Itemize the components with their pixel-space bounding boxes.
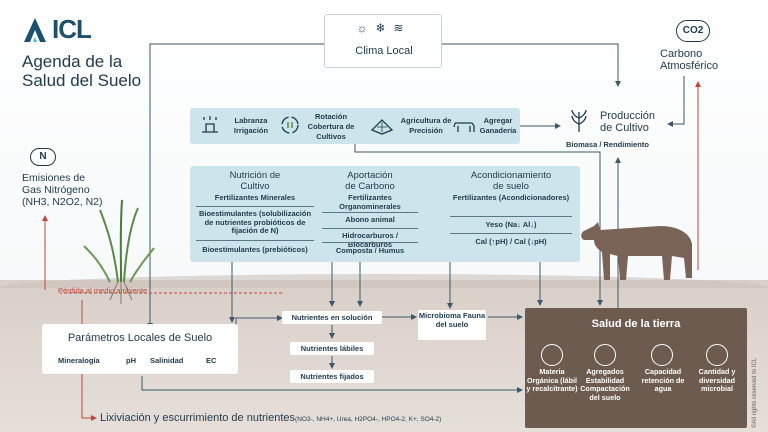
page-title: Agenda de la Salud del Suelo xyxy=(22,52,142,90)
acondicionamiento-item-2: Cal (↑pH) / Cal (↓pH) xyxy=(475,237,547,246)
acondicionamiento-title: Acondicionamiento de suelo xyxy=(450,170,572,192)
acondicionamiento-title-line2: de suelo xyxy=(493,181,529,192)
organic-matter-icon xyxy=(541,344,563,366)
sun-icon: ☼ xyxy=(356,21,376,35)
practica-label-0: Labranza Irrigación xyxy=(233,116,269,135)
carbono-aport-item-2: Hidrocarburos / Biocarburos xyxy=(342,231,398,249)
nitrogen-cloud-icon: N xyxy=(30,148,56,166)
brand-name: ICL xyxy=(52,14,92,44)
carbono-label: Carbono Atmosférico xyxy=(660,48,719,72)
salud-item-3: Cantidad y diversidad microbial xyxy=(698,367,736,393)
perdida-label: Pérdida al medio ambiente xyxy=(58,286,148,295)
divider xyxy=(196,206,314,207)
precision-icon xyxy=(370,114,394,136)
salud-item-2: Capacidad retención de agua xyxy=(641,367,685,393)
clima-local-box: ☼❄≋ Clima Local xyxy=(324,14,442,68)
divider xyxy=(322,212,418,213)
microbe-icon xyxy=(706,344,728,366)
emisiones-formula: (NH3, N2O2, N2) xyxy=(22,196,103,208)
plant-illustration xyxy=(83,199,155,304)
waves-icon: ≋ xyxy=(393,21,412,35)
livestock-icon xyxy=(452,114,478,136)
carbono-aport-title: Aportación de Carbono xyxy=(322,170,418,192)
produccion-sub: Biomasa / Rendimiento xyxy=(566,140,649,149)
nutricion-title-line2: Cultivo xyxy=(240,181,270,192)
emisiones-line1: Emisiones de xyxy=(22,172,86,184)
salud-box: Salud de la tierra xyxy=(525,308,747,428)
divider xyxy=(450,216,572,217)
divider xyxy=(322,242,418,243)
microbioma-box: Microbioma Fauna del suelo xyxy=(418,310,486,340)
practica-label-1: Rotación Cobertura de Cultivos xyxy=(307,112,355,141)
horizon xyxy=(0,274,768,288)
produccion-label: Producción de Cultivo xyxy=(600,110,680,134)
clima-label: Clima Local xyxy=(355,45,413,57)
acondicionamiento-item-0: Fertilizantes (Acondicionadores) xyxy=(452,193,570,202)
divider xyxy=(322,228,418,229)
nutrientes-labiles: Nutrientes lábiles xyxy=(290,342,374,355)
snowflake-icon: ❄ xyxy=(375,21,394,35)
produccion-line1: Producción xyxy=(600,110,656,122)
lixiviacion-label: Lixiviación y escurrimiento de nutriente… xyxy=(100,412,441,424)
parametro-item-2: Salinidad xyxy=(150,356,184,365)
crop-icon xyxy=(566,106,592,134)
co2-cloud-icon: CO2 xyxy=(676,20,710,42)
salud-item-0: Materia Orgánica (lábil y recalcitrante) xyxy=(526,367,578,393)
icl-logo: ICL xyxy=(22,14,92,45)
nutricion-item-2: Bioestimulantes (prebióticos) xyxy=(202,245,308,254)
nutricion-item-1: Bioestimulantes (solubilización de nutri… xyxy=(198,209,312,235)
salud-title: Salud de la tierra xyxy=(591,318,681,330)
weather-icons: ☼❄≋ xyxy=(325,21,443,35)
practica-label-3: Agregar Ganadería xyxy=(479,116,517,135)
produccion-line2: de Cultivo xyxy=(600,122,649,134)
salud-item-1: Agregados Estabilidad Compactación del s… xyxy=(580,367,630,402)
divider xyxy=(196,240,314,241)
emisiones-label: Emisiones de Gas Nitrógeno (NH3, N2O2, N… xyxy=(22,172,122,208)
practica-label-2: Agricultura de Precisión xyxy=(400,116,452,135)
parametros-box: Parámetros Locales de Suelo Mineralogía … xyxy=(42,324,238,374)
divider xyxy=(450,233,572,234)
copyright: ©All rights reserved to ICL xyxy=(752,357,758,428)
parametro-item-1: pH xyxy=(126,356,136,365)
aggregates-icon xyxy=(594,344,616,366)
rotation-icon xyxy=(278,114,302,136)
carbono-aport-item-0: Fertilizantes Organominerales xyxy=(339,193,401,211)
carbono-aport-item-3: Composta / Humus xyxy=(335,246,405,255)
inputs-box xyxy=(190,166,580,262)
carbono-aport-title-line2: de Carbono xyxy=(345,181,395,192)
nutricion-title: Nutrición de Cultivo xyxy=(196,170,314,192)
practicas-box xyxy=(190,108,520,144)
nutricion-title-line1: Nutrición de xyxy=(229,170,281,181)
lixiviacion-main: Lixiviación y escurrimiento de nutriente… xyxy=(100,412,296,424)
acondicionamiento-item-1: Yeso (Na↓ Al↓) xyxy=(485,220,537,229)
lixiviacion-detail: (NO3-, NH4+, Urea, H2PO4-, HPO4-2, K+, S… xyxy=(295,416,442,423)
emisiones-line2: Gas Nitrógeno xyxy=(22,184,90,196)
icl-logo-icon xyxy=(24,17,46,42)
parametro-item-3: EC xyxy=(206,356,217,365)
water-drop-icon xyxy=(651,344,673,366)
cow-silhouette xyxy=(581,222,692,280)
carbono-aport-item-1: Abono animal xyxy=(345,215,395,224)
irrigation-icon xyxy=(198,114,222,136)
carbono-aport-title-line1: Aportación xyxy=(347,170,393,181)
nutricion-item-0: Fertilizantes Minerales xyxy=(214,193,296,202)
nutrientes-solucion: Nutrientes en solución xyxy=(282,311,382,324)
nutrientes-fijados: Nutrientes fijados xyxy=(290,370,374,383)
parametros-title: Parámetros Locales de Suelo xyxy=(67,332,213,344)
acondicionamiento-title-line1: Acondicionamiento xyxy=(470,170,552,181)
parametro-item-0: Mineralogía xyxy=(58,356,100,365)
